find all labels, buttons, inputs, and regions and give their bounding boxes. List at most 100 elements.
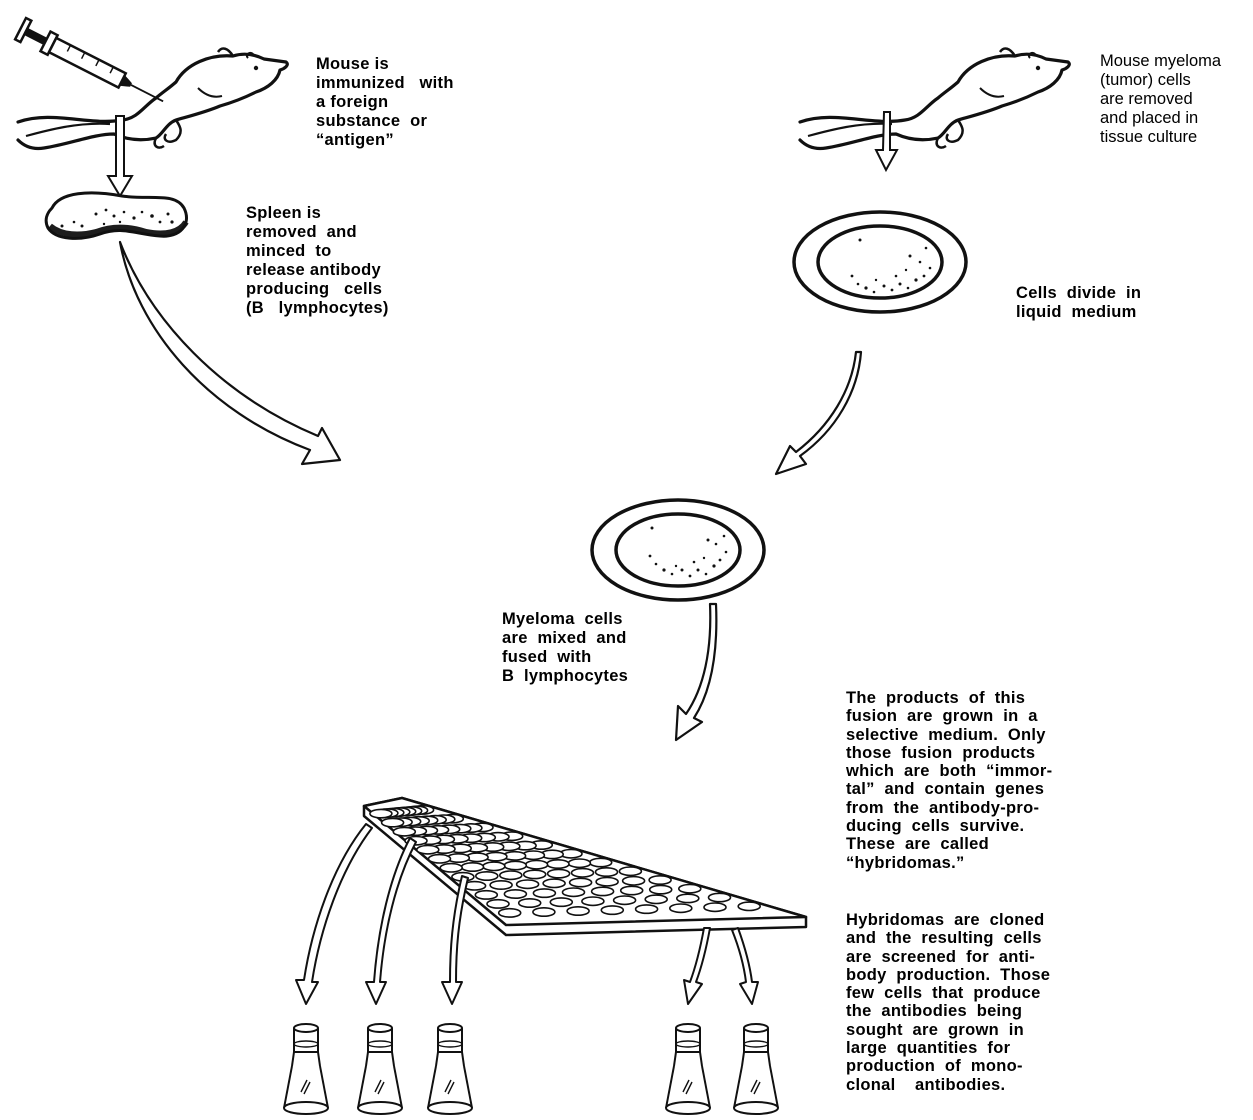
label-line: ducing cells survive.	[846, 817, 1052, 835]
plate-well	[548, 869, 570, 877]
label-line: “hybridomas.”	[846, 854, 1052, 872]
plate-well	[440, 864, 462, 872]
plate-well	[621, 886, 643, 894]
label-line: producing cells	[246, 280, 389, 299]
plate-well	[738, 902, 760, 910]
plate-well	[590, 858, 612, 866]
plate-well	[570, 878, 592, 886]
label-line: a foreign	[316, 93, 454, 112]
plate-well	[704, 903, 726, 911]
plate-well	[483, 862, 505, 870]
plate-well	[623, 877, 645, 885]
culture-dish-icon	[794, 212, 966, 312]
label-line: clonal antibodies.	[846, 1076, 1050, 1094]
label-line: Cells divide in	[1016, 284, 1141, 303]
label-line: tal” and contain genes	[846, 780, 1052, 798]
label-line: production of mono-	[846, 1057, 1050, 1075]
flask-icon	[428, 1024, 472, 1114]
microtiter-plate-icon	[364, 798, 806, 935]
flask-icon	[284, 1024, 328, 1114]
flask-icon	[666, 1024, 710, 1114]
plate-well	[592, 887, 614, 895]
plate-well	[476, 872, 498, 880]
plate-well	[487, 900, 509, 908]
flask-icon	[734, 1024, 778, 1114]
label-line: fused with	[502, 648, 628, 667]
plate-well	[417, 846, 439, 854]
plate-well	[490, 881, 512, 889]
label-line: which are both “immor-	[846, 762, 1052, 780]
label-line: few cells that produce	[846, 984, 1050, 1002]
flask-icon	[358, 1024, 402, 1114]
label-line: Spleen is	[246, 204, 389, 223]
plate-well	[526, 861, 548, 869]
label-line: those fusion products	[846, 744, 1052, 762]
plate-well	[519, 899, 541, 907]
mouse-myeloma-icon	[800, 49, 1069, 149]
label-line: These are called	[846, 835, 1052, 853]
plate-well	[499, 909, 521, 917]
label-line: Myeloma cells	[502, 610, 628, 629]
label-line: minced to	[246, 242, 389, 261]
label-selective-medium: The products of thisfusion are grown in …	[846, 689, 1052, 872]
label-line: substance or	[316, 112, 454, 131]
label-line: Mouse myeloma	[1100, 52, 1221, 71]
plate-well	[582, 897, 604, 905]
label-line: release antibody	[246, 261, 389, 280]
plate-well	[650, 885, 672, 893]
label-line: liquid medium	[1016, 303, 1141, 322]
label-line: the antibodies being	[846, 1002, 1050, 1020]
plate-well	[677, 894, 699, 902]
plate-well	[649, 876, 671, 884]
arrow-mouse-to-spleen	[108, 116, 132, 196]
plate-well	[504, 861, 526, 869]
label-line: large quantities for	[846, 1039, 1050, 1057]
arrow-fusion-to-plate	[676, 604, 716, 740]
label-line: fusion are grown in a	[846, 707, 1052, 725]
label-line: (tumor) cells	[1100, 71, 1221, 90]
label-line: “antigen”	[316, 131, 454, 150]
label-line: (B lymphocytes)	[246, 299, 389, 318]
label-line: The products of this	[846, 689, 1052, 707]
label-line: Mouse is	[316, 55, 454, 74]
plate-well	[500, 871, 522, 879]
label-line: body production. Those	[846, 966, 1050, 984]
label-line: Hybridomas are cloned	[846, 911, 1050, 929]
label-line: B lymphocytes	[502, 667, 628, 686]
fusion-dish-icon	[592, 500, 764, 600]
plate-well	[596, 878, 618, 886]
plate-well	[462, 863, 484, 871]
plate-well	[517, 880, 539, 888]
spleen-icon	[46, 193, 186, 238]
label-line: are mixed and	[502, 629, 628, 648]
plate-well	[533, 889, 555, 897]
plate-well	[563, 888, 585, 896]
plate-well	[670, 904, 692, 912]
plate-well	[393, 828, 415, 836]
plate-well	[504, 890, 526, 898]
label-line: immunized with	[316, 74, 454, 93]
plate-well	[636, 905, 658, 913]
label-line: and placed in	[1100, 109, 1221, 128]
label-line: from the antibody-pro-	[846, 799, 1052, 817]
label-cloning: Hybridomas are clonedand the resulting c…	[846, 911, 1050, 1094]
label-line: tissue culture	[1100, 128, 1221, 147]
plate-well	[679, 885, 701, 893]
plate-well	[524, 870, 546, 878]
plate-well	[568, 859, 590, 867]
label-line: are removed	[1100, 90, 1221, 109]
plate-well	[709, 893, 731, 901]
plate-well	[547, 860, 569, 868]
mouse-immunized-icon	[18, 49, 287, 149]
plate-well	[645, 895, 667, 903]
plate-well	[596, 868, 618, 876]
plate-well	[572, 869, 594, 877]
plate-well	[601, 906, 623, 914]
plate-well	[475, 891, 497, 899]
